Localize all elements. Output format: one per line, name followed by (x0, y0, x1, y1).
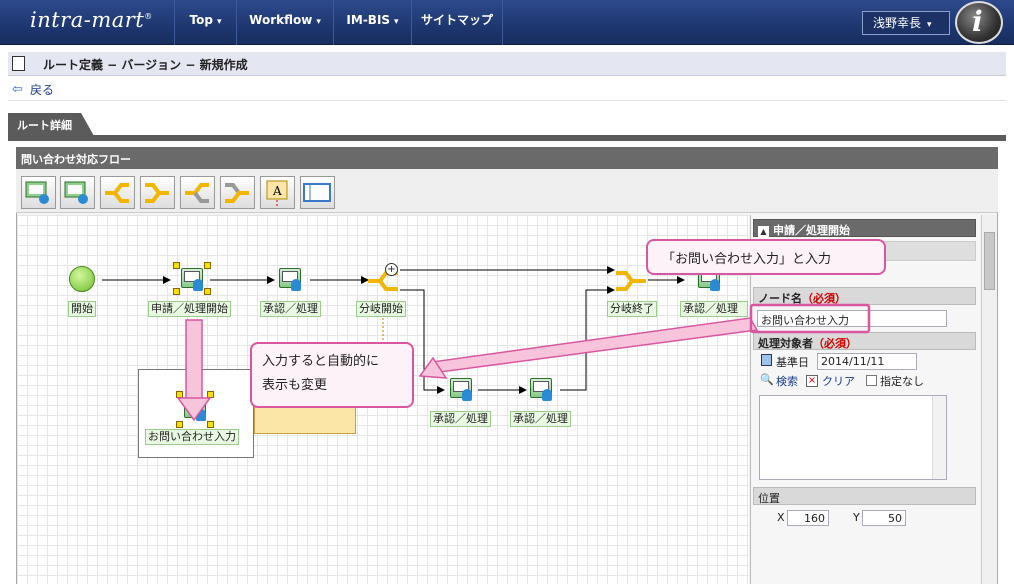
branch-end-tool-2[interactable] (220, 176, 255, 209)
back-row: ⇦ 戻る (8, 77, 1006, 101)
node-label-approve-right: 承認／処理 (680, 301, 748, 317)
node-label-apply: 申請／処理開始 (148, 301, 231, 317)
tab-underline (8, 135, 1006, 141)
node-label-approve-lower-1: 承認／処理 (430, 411, 491, 427)
node-label-inquiry: お問い合わせ入力 (145, 429, 239, 445)
frame-node-tool[interactable] (300, 176, 335, 209)
search-icon[interactable]: 🔍 (760, 373, 774, 386)
clear-icon[interactable]: × (806, 375, 818, 387)
list-scrollbar[interactable] (932, 396, 946, 479)
scrollbar-thumb[interactable] (984, 232, 995, 290)
clear-link[interactable]: クリア (822, 375, 855, 388)
node-label-approve: 承認／処理 (260, 301, 321, 317)
back-arrow-icon[interactable]: ⇦ (12, 82, 23, 97)
chevron-down-icon: ▾ (394, 17, 399, 27)
document-icon (12, 56, 25, 71)
collapse-icon[interactable]: ▲ (758, 226, 769, 237)
chevron-down-icon: ▾ (316, 17, 321, 27)
target-user-list[interactable] (759, 395, 947, 480)
property-section-title[interactable]: ▲申請／処理開始 (753, 219, 976, 237)
flow-panel-title: 問い合わせ対応フロー (16, 147, 998, 169)
avatar[interactable]: i (955, 1, 1003, 44)
branch-end-node-icon[interactable] (614, 266, 650, 296)
branch-start-icon (105, 183, 129, 203)
nav-sitemap[interactable]: サイトマップ (411, 0, 503, 45)
node-label-branch-start: 分岐開始 (356, 301, 406, 317)
position-header: 位置 (753, 487, 976, 505)
text-node-icon: A (266, 180, 288, 207)
svg-text:A: A (272, 184, 282, 198)
start-node-label: 開始 (68, 301, 96, 317)
process-node-tool-2[interactable] (60, 176, 95, 209)
node-label-branch-end: 分岐終了 (607, 301, 657, 317)
back-link[interactable]: 戻る (30, 83, 55, 97)
x-input[interactable]: 160 (787, 510, 829, 526)
panel-scrollbar[interactable] (981, 215, 997, 584)
calendar-icon[interactable] (761, 354, 772, 366)
page-title: ルート定義 − バージョン − 新規作成 (43, 58, 248, 72)
branch-start-icon (185, 183, 209, 203)
no-target-label: 指定なし (880, 375, 924, 388)
process-node-approve-lower-1[interactable] (450, 378, 472, 401)
branch-start-tool-2[interactable] (180, 176, 215, 209)
node-label-approve-lower-2: 承認／処理 (510, 411, 571, 427)
x-label: X (777, 511, 785, 524)
nav-im-bis[interactable]: IM-BIS▾ (333, 0, 411, 45)
tab-route-detail[interactable]: ルート詳細 (8, 113, 94, 136)
text-node-tool[interactable]: A (260, 176, 295, 209)
branch-end-icon (225, 183, 249, 203)
nav-top[interactable]: Top▾ (174, 0, 236, 45)
y-label: Y (853, 511, 860, 524)
process-node-approve-lower-2[interactable] (530, 378, 552, 401)
top-navigation-bar: intra-mart® Top▾ Workflow▾ IM-BIS▾ サイトマッ… (0, 0, 1014, 45)
y-input[interactable]: 50 (862, 510, 906, 526)
user-menu[interactable]: 浅野幸長▾ (862, 11, 950, 35)
node-name-input[interactable]: お問い合わせ入力 (757, 310, 947, 327)
flow-toolbar (16, 169, 998, 213)
base-date-label: 基準日 (776, 356, 809, 369)
chevron-down-icon: ▾ (216, 17, 222, 27)
branch-end-tool[interactable] (140, 176, 175, 209)
process-node-icon (25, 181, 49, 204)
callout-enter-name: 「お問い合わせ入力」と入力 (646, 239, 886, 275)
base-date-input[interactable]: 2014/11/11 (817, 353, 917, 370)
chevron-down-icon: ▾ (927, 20, 932, 30)
branch-start-tool[interactable] (100, 176, 135, 209)
nav-workflow[interactable]: Workflow▾ (236, 0, 333, 45)
branch-end-icon (145, 183, 169, 203)
process-node-tool[interactable] (21, 176, 56, 209)
no-target-checkbox[interactable] (866, 375, 877, 386)
process-node-approve[interactable] (279, 268, 301, 291)
frame-node-icon (303, 183, 331, 202)
intra-mart-logo[interactable]: intra-mart® (30, 8, 153, 32)
start-node-icon[interactable] (69, 266, 95, 292)
callout-auto-update: 入力すると自動的に表示も変更 (250, 342, 414, 408)
page-title-bar: ルート定義 − バージョン − 新規作成 (8, 52, 1006, 76)
process-node-icon (64, 181, 88, 204)
process-node-apply[interactable] (181, 268, 203, 291)
search-link[interactable]: 検索 (776, 375, 798, 388)
expand-icon[interactable]: + (385, 263, 398, 276)
